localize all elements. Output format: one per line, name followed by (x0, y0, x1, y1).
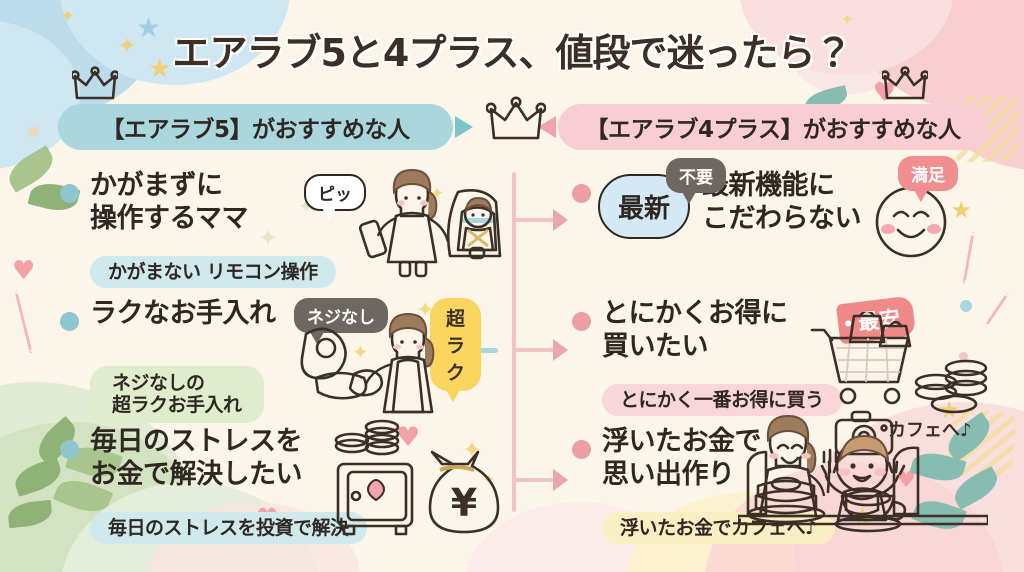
page-title: エアラブ5と4プラス、値段で迷ったら？ (172, 31, 852, 75)
left-item-1-headline: かがまずに 操作するママ (90, 170, 248, 234)
svg-text:¥: ¥ (451, 481, 477, 525)
header-pill-right[interactable]: 【エアラブ4プラス】がおすすめな人 (558, 104, 988, 150)
arrow-right-icon (455, 116, 473, 138)
bullet-icon (572, 440, 591, 459)
left-item-3-headline: 毎日のストレスを お金で解決したい (90, 426, 303, 490)
mom-remote-baby-carseat-illustration (326, 160, 526, 284)
star-icon: ★ (148, 54, 172, 84)
right-item-3-tag: 浮いたお金でカフェへ♪ (602, 512, 835, 545)
sparkle-icon: ✦ (840, 10, 854, 29)
dot-decoration (28, 126, 39, 137)
right-item-3[interactable]: 浮いたお金で 思い出作り 浮いたお金でカフェへ♪ カフェへ♪ (568, 410, 990, 552)
flow-arrow-row-2 (512, 339, 568, 361)
flow-arrow-row-1 (512, 209, 568, 231)
left-item-1[interactable]: かがまずに 操作するママ かがまない リモコン操作 ピッ (56, 168, 502, 296)
header-pill-left[interactable]: 【エアラブ5】がおすすめな人 (58, 104, 453, 150)
heart-icon: ♥ (12, 256, 36, 286)
bullet-icon (60, 312, 79, 331)
right-item-2-tag: とにかく一番お得に買う (602, 384, 842, 417)
right-item-3-headline: 浮いたお金で 思い出作り (602, 426, 762, 490)
left-column: かがまずに 操作するママ かがまない リモコン操作 ピッ (56, 168, 502, 552)
sparkle-icon: ✦ (118, 34, 137, 59)
dashed-line-decoration (14, 290, 33, 354)
sparkle-icon: ✦ (352, 340, 369, 364)
left-item-3[interactable]: 毎日のストレスを お金で解決したい 毎日のストレスを投資で解決 (56, 419, 500, 552)
speech-bubble-chouraku: 超ラク (430, 298, 482, 402)
mom-baby-cafe-illustration (736, 412, 990, 544)
bullet-icon (572, 184, 591, 203)
bullet-icon (572, 312, 591, 331)
bullet-icon (60, 184, 79, 203)
speech-bubble-pitt: ピッ (304, 174, 366, 220)
left-item-3-tag: 毎日のストレスを投資で解決 (90, 512, 367, 545)
badge-unnecessary: 不要 (666, 158, 726, 204)
star-icon: ★ (938, 396, 960, 424)
dot-decoration (960, 300, 972, 312)
crown-icon-left (70, 66, 120, 104)
sparkle-icon: ✦ (416, 298, 435, 323)
left-item-2[interactable]: ラクなお手入れ ネジなしの 超ラクお手入れ ネジなし 超ラク (56, 296, 482, 424)
left-item-2-tag: ネジなしの 超ラクお手入れ (90, 366, 264, 423)
mom-cleaning-seat-illustration (296, 312, 496, 422)
crown-icon (485, 94, 547, 146)
speech-bubble-nejinashi: ネジなし (294, 298, 388, 344)
heart-icon: ♥ (396, 422, 421, 453)
bullet-icon (60, 440, 79, 459)
right-item-2[interactable]: とにかくお得に 買いたい とにかく一番お得に買う 最安 (568, 295, 988, 424)
star-icon: ★ (950, 196, 972, 224)
arrow-left-icon (538, 116, 556, 138)
sparkle-icon: ✦ (60, 6, 76, 27)
crown-icon-right (880, 66, 930, 104)
heart-icon: ♥ (896, 468, 916, 493)
cafe-note-label: カフェへ♪ (888, 420, 972, 441)
shopping-cart-coins-illustration (806, 309, 996, 420)
left-item-1-tag: かがまない リモコン操作 (90, 256, 336, 289)
heart-icon: ♥ (872, 78, 896, 108)
flow-arrow-row-3 (512, 469, 568, 491)
left-item-2-headline: ラクなお手入れ (90, 298, 276, 329)
right-item-1[interactable]: 最新機能に こだわらない 最新 不要 満足 (568, 156, 988, 296)
smiley-face-illustration (868, 176, 954, 266)
star-icon: ★ (136, 11, 162, 44)
safe-coins-moneybag-illustration: ¥ (326, 418, 526, 548)
dash-accent (462, 218, 498, 223)
dot-decoration (959, 352, 968, 361)
sparkle-icon: ✦ (258, 224, 279, 252)
column-divider (512, 172, 516, 512)
badge-satisfied: 満足 (898, 156, 958, 202)
right-item-2-headline: とにかくお得に 買いたい (602, 298, 788, 362)
right-column: 最新機能に こだわらない 最新 不要 満足 とにかくお得に 買いたい とにかく一… (568, 156, 990, 552)
